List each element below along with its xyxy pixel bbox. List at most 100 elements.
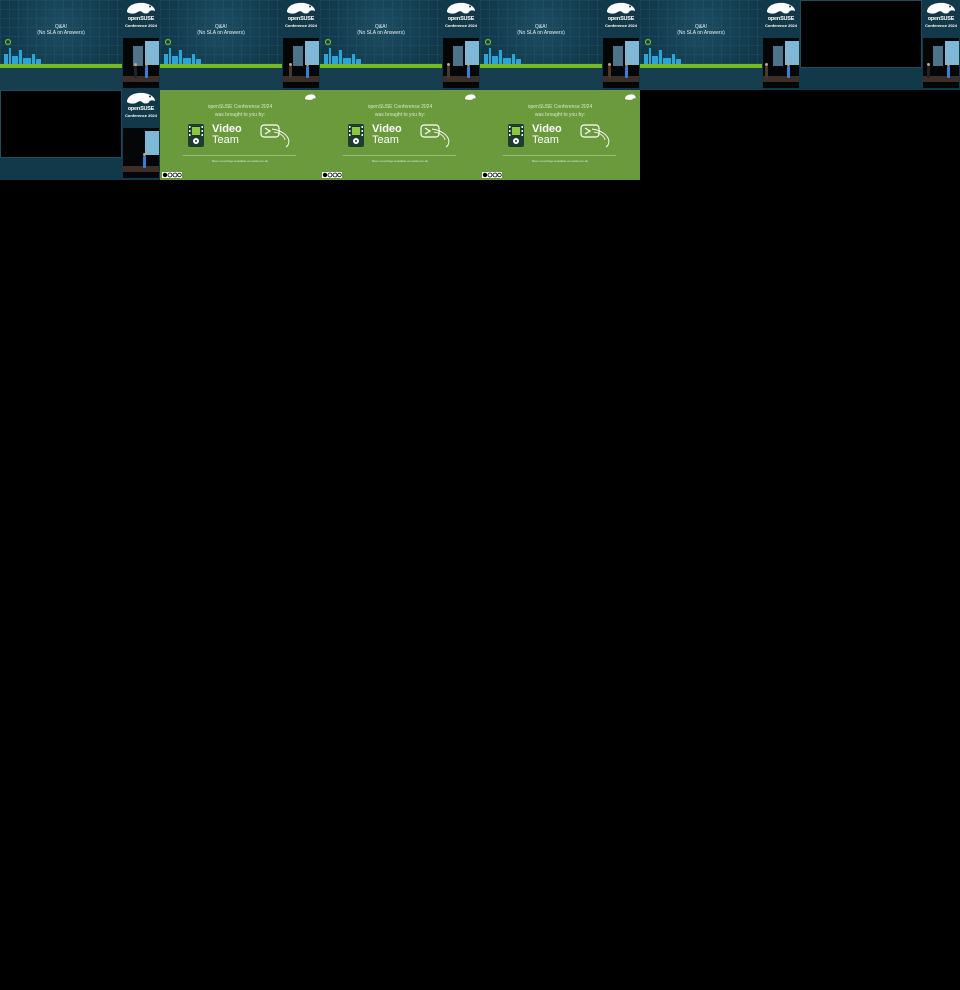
slide-line-2: (No SLA on Answers) xyxy=(517,30,565,36)
slide-line-2: (No SLA on Answers) xyxy=(197,30,245,36)
chameleon-icon xyxy=(625,94,636,100)
slide-panel: Q&A! (No SLA on Answers) xyxy=(640,0,762,90)
team-word-2: Team xyxy=(532,134,559,146)
opensuse-logo: openSUSE Conference 2024 xyxy=(122,90,160,126)
video-thumbnail[interactable]: openSUSE Conference 2024 was brought to … xyxy=(320,90,480,180)
video-thumbnail[interactable]: Q&A! (No SLA on Answers) openSUSE Confe xyxy=(480,0,640,90)
credits-note: More recordings available at media.ccc.d… xyxy=(211,159,269,163)
slide-title: Q&A! (No SLA on Answers) xyxy=(160,24,282,36)
speaker-camera xyxy=(283,38,319,88)
side-panel: openSUSE Conference 2024 xyxy=(602,0,640,90)
slide-panel: Q&A! (No SLA on Answers) xyxy=(480,0,602,90)
logo-event: Conference 2024 xyxy=(924,23,957,28)
slide-line-2: (No SLA on Answers) xyxy=(37,30,85,36)
license-badge-icon xyxy=(482,172,502,178)
speaker-camera xyxy=(123,128,159,178)
logo-event: Conference 2024 xyxy=(124,113,157,118)
side-panel: openSUSE Conference 2024 xyxy=(122,90,160,180)
team-word-2: Team xyxy=(212,134,239,146)
speaker-camera xyxy=(603,38,639,88)
slide-title: Q&A! (No SLA on Answers) xyxy=(0,24,122,36)
speaker-camera xyxy=(443,38,479,88)
credits-slide: openSUSE Conference 2024 was brought to … xyxy=(480,90,640,180)
chameleon-icon xyxy=(447,2,475,14)
film-reel-icon xyxy=(508,124,524,147)
video-thumbnail[interactable]: Q&A! (No SLA on Answers) openSUSE Confe xyxy=(0,0,160,90)
accent-bar xyxy=(640,64,762,68)
side-panel: openSUSE Conference 2024 xyxy=(442,0,480,90)
team-word-1: Video xyxy=(212,123,242,135)
credits-line-1: openSUSE Conference 2024 xyxy=(527,104,593,110)
chameleon-icon xyxy=(607,2,635,14)
credits-slide: openSUSE Conference 2024 was brought to … xyxy=(320,90,480,180)
opensuse-logo: openSUSE Conference 2024 xyxy=(602,0,640,36)
team-logo-icon xyxy=(580,124,610,148)
slide-line-1: Q&A! xyxy=(535,24,547,30)
opensuse-logo: openSUSE Conference 2024 xyxy=(122,0,160,36)
video-thumbnail[interactable]: Q&A! (No SLA on Answers) openSUSE Confe xyxy=(160,0,320,90)
divider xyxy=(503,155,616,156)
team-logo-icon xyxy=(260,124,290,148)
credits-line-1: openSUSE Conference 2024 xyxy=(367,104,433,110)
logo-event: Conference 2024 xyxy=(444,23,477,28)
video-thumbnail[interactable]: openSUSE Conference 2024 was brought to … xyxy=(160,90,320,180)
video-thumbnail[interactable]: Q&A! (No SLA on Answers) openSUSE Confe xyxy=(640,0,800,90)
chameleon-icon xyxy=(127,92,155,104)
blank-slide-panel xyxy=(0,90,122,158)
logo-brand: openSUSE xyxy=(927,16,955,22)
blank-slide-panel xyxy=(800,0,922,68)
slide-line-1: Q&A! xyxy=(375,24,387,30)
film-reel-icon xyxy=(188,124,204,147)
slide-line-2: (No SLA on Answers) xyxy=(677,30,725,36)
slide-line-1: Q&A! xyxy=(695,24,707,30)
video-thumbnail[interactable]: openSUSE Conference 2024 xyxy=(800,0,960,90)
video-thumbnail[interactable]: openSUSE Conference 2024 was brought to … xyxy=(480,90,640,180)
credits-line-1: openSUSE Conference 2024 xyxy=(207,104,273,110)
team-word-1: Video xyxy=(532,123,562,135)
slide-panel: Q&A! (No SLA on Answers) xyxy=(0,0,122,90)
chameleon-icon xyxy=(127,2,155,14)
credits-line-2: was brought to you by: xyxy=(534,112,586,118)
accent-bar xyxy=(160,64,282,68)
video-thumbnail[interactable]: Q&A! (No SLA on Answers) openSUSE Confe xyxy=(320,0,480,90)
logo-brand: openSUSE xyxy=(607,16,635,22)
slide-title: Q&A! (No SLA on Answers) xyxy=(640,24,762,36)
logo-event: Conference 2024 xyxy=(284,23,317,28)
logo-brand: openSUSE xyxy=(447,16,475,22)
chameleon-icon xyxy=(927,2,955,14)
speaker-camera xyxy=(123,38,159,88)
side-panel: openSUSE Conference 2024 xyxy=(762,0,800,90)
thumbnail-grid: Q&A! (No SLA on Answers) openSUSE Confe xyxy=(0,0,960,180)
city-skyline-icon xyxy=(164,38,201,64)
chameleon-icon xyxy=(305,94,316,100)
team-logo-icon xyxy=(420,124,450,148)
video-thumbnail[interactable]: openSUSE Conference 2024 xyxy=(0,90,160,180)
credits-slide: openSUSE Conference 2024 was brought to … xyxy=(160,90,320,180)
accent-bar xyxy=(480,64,602,68)
accent-bar xyxy=(0,64,122,68)
credits-line-2: was brought to you by: xyxy=(214,112,266,118)
opensuse-logo: openSUSE Conference 2024 xyxy=(922,0,960,36)
side-panel: openSUSE Conference 2024 xyxy=(922,0,960,90)
logo-brand: openSUSE xyxy=(127,16,155,22)
logo-brand: openSUSE xyxy=(767,16,795,22)
slide-line-1: Q&A! xyxy=(55,24,67,30)
accent-bar xyxy=(320,64,442,68)
opensuse-logo: openSUSE Conference 2024 xyxy=(282,0,320,36)
city-skyline-icon xyxy=(324,38,361,64)
logo-brand: openSUSE xyxy=(127,106,155,112)
license-badge-icon xyxy=(322,172,342,178)
divider xyxy=(183,155,296,156)
logo-event: Conference 2024 xyxy=(604,23,637,28)
slide-panel: Q&A! (No SLA on Answers) xyxy=(160,0,282,90)
chameleon-icon xyxy=(287,2,315,14)
chameleon-icon xyxy=(767,2,795,14)
logo-brand: openSUSE xyxy=(287,16,315,22)
chameleon-icon xyxy=(465,94,476,100)
team-word-1: Video xyxy=(372,123,402,135)
side-panel: openSUSE Conference 2024 xyxy=(122,0,160,90)
city-skyline-icon xyxy=(644,38,681,64)
slide-panel: Q&A! (No SLA on Answers) xyxy=(320,0,442,90)
opensuse-logo: openSUSE Conference 2024 xyxy=(762,0,800,36)
slide-line-1: Q&A! xyxy=(215,24,227,30)
